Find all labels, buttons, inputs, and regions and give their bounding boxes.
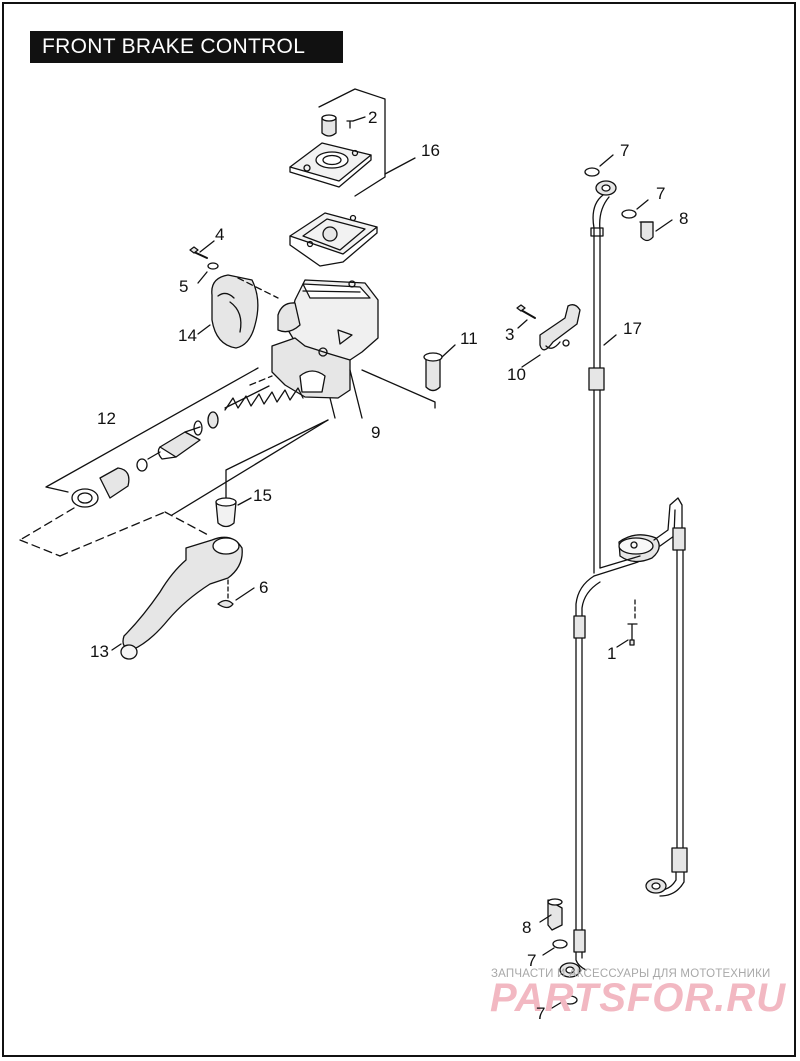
part-5-washer	[197, 262, 219, 284]
master-cylinder-body	[271, 279, 379, 419]
callout-16: 16	[421, 141, 440, 160]
bracket-16	[318, 88, 416, 197]
lower-banjo-fitting	[539, 898, 581, 1009]
page-title: FRONT BRAKE CONTROL	[30, 31, 343, 63]
callout-1: 1	[607, 644, 616, 663]
callout-14: 14	[178, 326, 197, 345]
piston	[136, 426, 201, 472]
callout-17: 17	[623, 319, 642, 338]
callout-3: 3	[505, 325, 514, 344]
piston-spring	[224, 385, 304, 411]
callout-7-bottom: 7	[536, 1004, 545, 1023]
callout-13: 13	[90, 642, 109, 661]
piston-seals	[193, 411, 219, 436]
callout-9: 9	[371, 423, 380, 442]
reservoir-diaphragm	[289, 212, 378, 267]
part-15-bushing	[215, 419, 329, 528]
tee-junction	[593, 497, 686, 621]
part-2-screw	[321, 114, 366, 137]
part-4-screw	[189, 240, 215, 259]
assembly-guide-lines	[19, 507, 211, 557]
callout-4: 4	[215, 225, 224, 244]
callout-6: 6	[259, 578, 268, 597]
callout-numbers: 2 16 4 5 14 11 12 9 15 6 13 7 7 8 3 17 1…	[90, 108, 688, 1023]
watermark-logo: PARTSFOR.RU	[490, 976, 786, 1020]
watermark: ЗАПЧАСТИ И АКСЕССУАРЫ ДЛЯ МОТОТЕХНИКИ PA…	[490, 968, 786, 1020]
part-3-screw	[516, 304, 536, 329]
callout-2: 2	[368, 108, 377, 127]
callout-15: 15	[253, 486, 272, 505]
callout-8-lower: 8	[522, 918, 531, 937]
callout-8-upper: 8	[679, 209, 688, 228]
callout-12: 12	[97, 409, 116, 428]
callout-7-lower: 7	[527, 951, 536, 970]
reservoir-cover	[289, 142, 372, 188]
callout-7-top: 7	[620, 141, 629, 160]
upper-banjo-fitting	[584, 154, 673, 242]
callout-10: 10	[507, 365, 526, 384]
watermark-tagline: ЗАПЧАСТИ И АКСЕССУАРЫ ДЛЯ МОТОТЕХНИКИ	[491, 968, 771, 980]
piston-boot	[71, 467, 130, 508]
part-1-screw	[616, 623, 638, 648]
brake-hose-17	[588, 194, 617, 574]
part-11-pivot-pin	[423, 344, 456, 392]
callout-11: 11	[460, 329, 478, 348]
bracket-12	[45, 367, 329, 516]
part-6-clip	[217, 579, 255, 609]
part-13-lever	[111, 536, 243, 660]
right-brake-line	[645, 549, 688, 897]
callout-7-upper: 7	[656, 184, 665, 203]
left-brake-line	[573, 575, 601, 971]
callout-5: 5	[179, 277, 188, 296]
part-10-clip	[521, 304, 581, 368]
part-14-clamp	[197, 274, 279, 349]
